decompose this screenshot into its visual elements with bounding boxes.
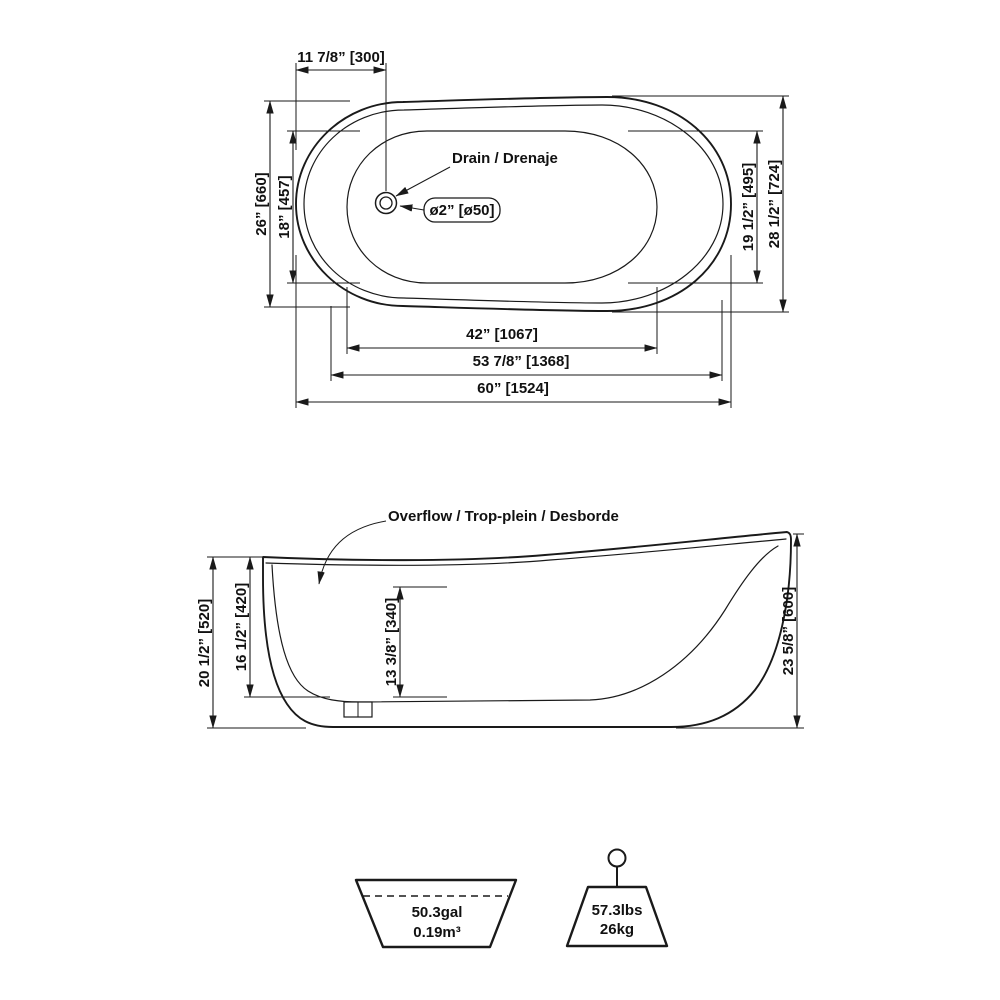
top-view: Drain / Drenaje ø2” [ø50] xyxy=(253,49,789,408)
weight-kilograms-label: 26kg xyxy=(600,921,634,938)
dim-height-left-label: 20 1/2” [520] xyxy=(196,599,213,687)
dim-rim-to-floor-label: 16 1/2” [420] xyxy=(233,583,250,671)
side-view: Overflow / Trop-plein / Desborde 20 1/2”… xyxy=(196,508,804,729)
tub-basin-outline xyxy=(346,130,658,284)
dim-width-left-label: 26” [660] xyxy=(253,172,270,235)
dim-height-right-label: 23 5/8” [600] xyxy=(780,587,797,675)
drain-inner-circle xyxy=(379,196,393,210)
dim-inner-width-right-label: 19 1/2” [495] xyxy=(740,163,757,251)
tub-interior-line xyxy=(271,545,779,703)
overflow-label: Overflow / Trop-plein / Desborde xyxy=(388,508,619,525)
side-view-dimension-lines xyxy=(209,533,801,729)
dim-width-right-label: 28 1/2” [724] xyxy=(766,160,783,248)
tub-outer-rim-outline xyxy=(295,96,732,312)
weight-handle-ring xyxy=(607,848,627,868)
weight-body-shape xyxy=(565,885,669,948)
tub-rim-inner-line xyxy=(265,538,787,566)
drain-diameter-leader xyxy=(399,204,425,212)
drain-label: Drain / Drenaje xyxy=(452,150,558,167)
volume-icon: 50.3gal 0.19m³ xyxy=(354,878,518,949)
dim-drain-offset-label: 11 7/8” [300] xyxy=(297,49,385,66)
dim-basin-length-label: 42” [1067] xyxy=(466,326,538,343)
dim-overall-length-label: 60” [1524] xyxy=(477,380,549,397)
weight-pounds-label: 57.3lbs xyxy=(592,902,643,919)
dim-rim-length-label: 53 7/8” [1368] xyxy=(473,353,570,370)
tub-mid-rim-outline xyxy=(303,104,724,304)
tub-profile-outline xyxy=(262,531,792,728)
drain-diameter-label: ø2” [ø50] xyxy=(429,202,494,219)
dim-inner-width-left-label: 18” [457] xyxy=(276,175,293,238)
volume-tub-shape xyxy=(354,878,518,949)
overflow-leader-line xyxy=(317,520,387,585)
weight-icon: 57.3lbs 26kg xyxy=(565,848,669,948)
dim-inner-depth-label: 13 3/8” [340] xyxy=(383,598,400,686)
top-view-extension-lines xyxy=(264,63,789,408)
drain-leader-line xyxy=(395,166,451,197)
top-view-dimension-lines xyxy=(266,66,787,406)
volume-cubic-meters-label: 0.19m³ xyxy=(413,924,461,941)
volume-gallons-label: 50.3gal xyxy=(412,904,463,921)
